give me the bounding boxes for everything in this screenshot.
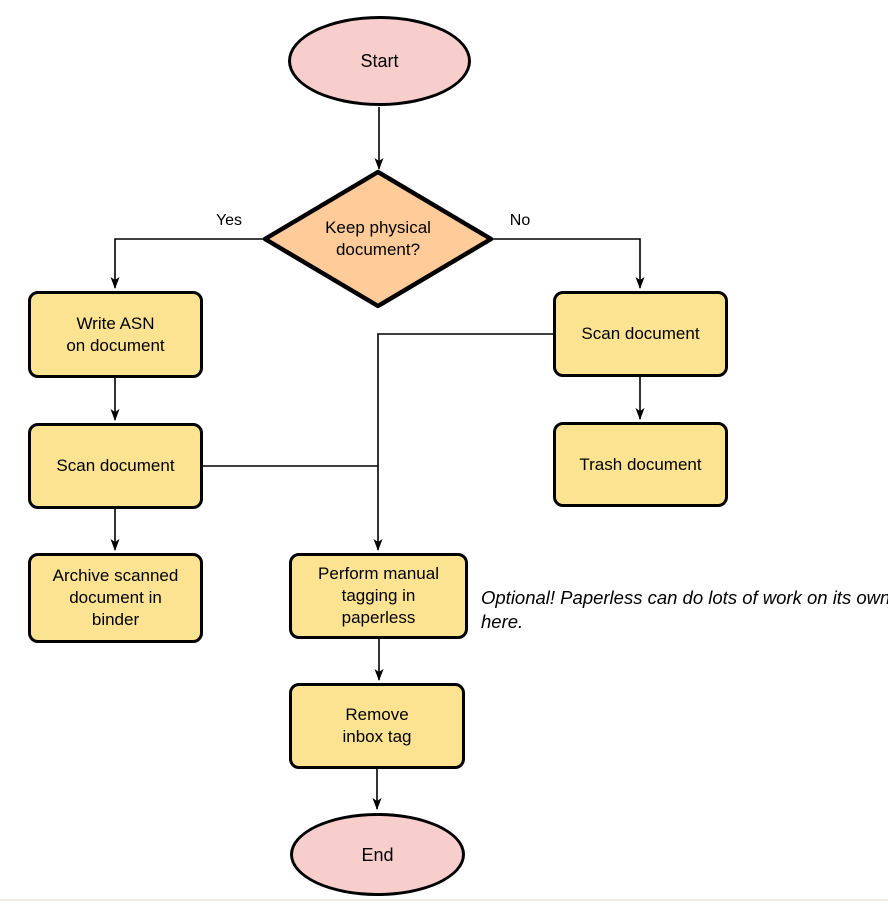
node-trash-document: Trash document: [553, 422, 728, 507]
optional-note: Optional! Paperless can do lots of work …: [481, 587, 888, 632]
edge-decision-no-to-scan-right: [491, 238, 645, 289]
node-decision-label: Keep physical document?: [325, 218, 431, 259]
node-end: End: [290, 813, 465, 896]
decision-diamond-shape: [262, 169, 494, 309]
node-scan-document-left: Scan document: [28, 423, 203, 509]
edge-label-no: No: [509, 212, 531, 229]
node-write-asn: Write ASN on document: [28, 291, 203, 378]
node-manual-tagging: Perform manual tagging in paperless: [289, 553, 468, 639]
node-archive-binder: Archive scanned document in binder: [28, 553, 203, 643]
node-remove-inbox-tag: Remove inbox tag: [289, 683, 465, 769]
node-start: Start: [288, 16, 471, 106]
bottom-divider: [0, 899, 888, 901]
edge-decision-yes-to-write-asn: [110, 238, 265, 289]
edge-label-yes: Yes: [215, 212, 243, 229]
node-scan-document-right: Scan document: [553, 291, 728, 377]
edge-scan-right-to-tagging: [373, 333, 553, 551]
